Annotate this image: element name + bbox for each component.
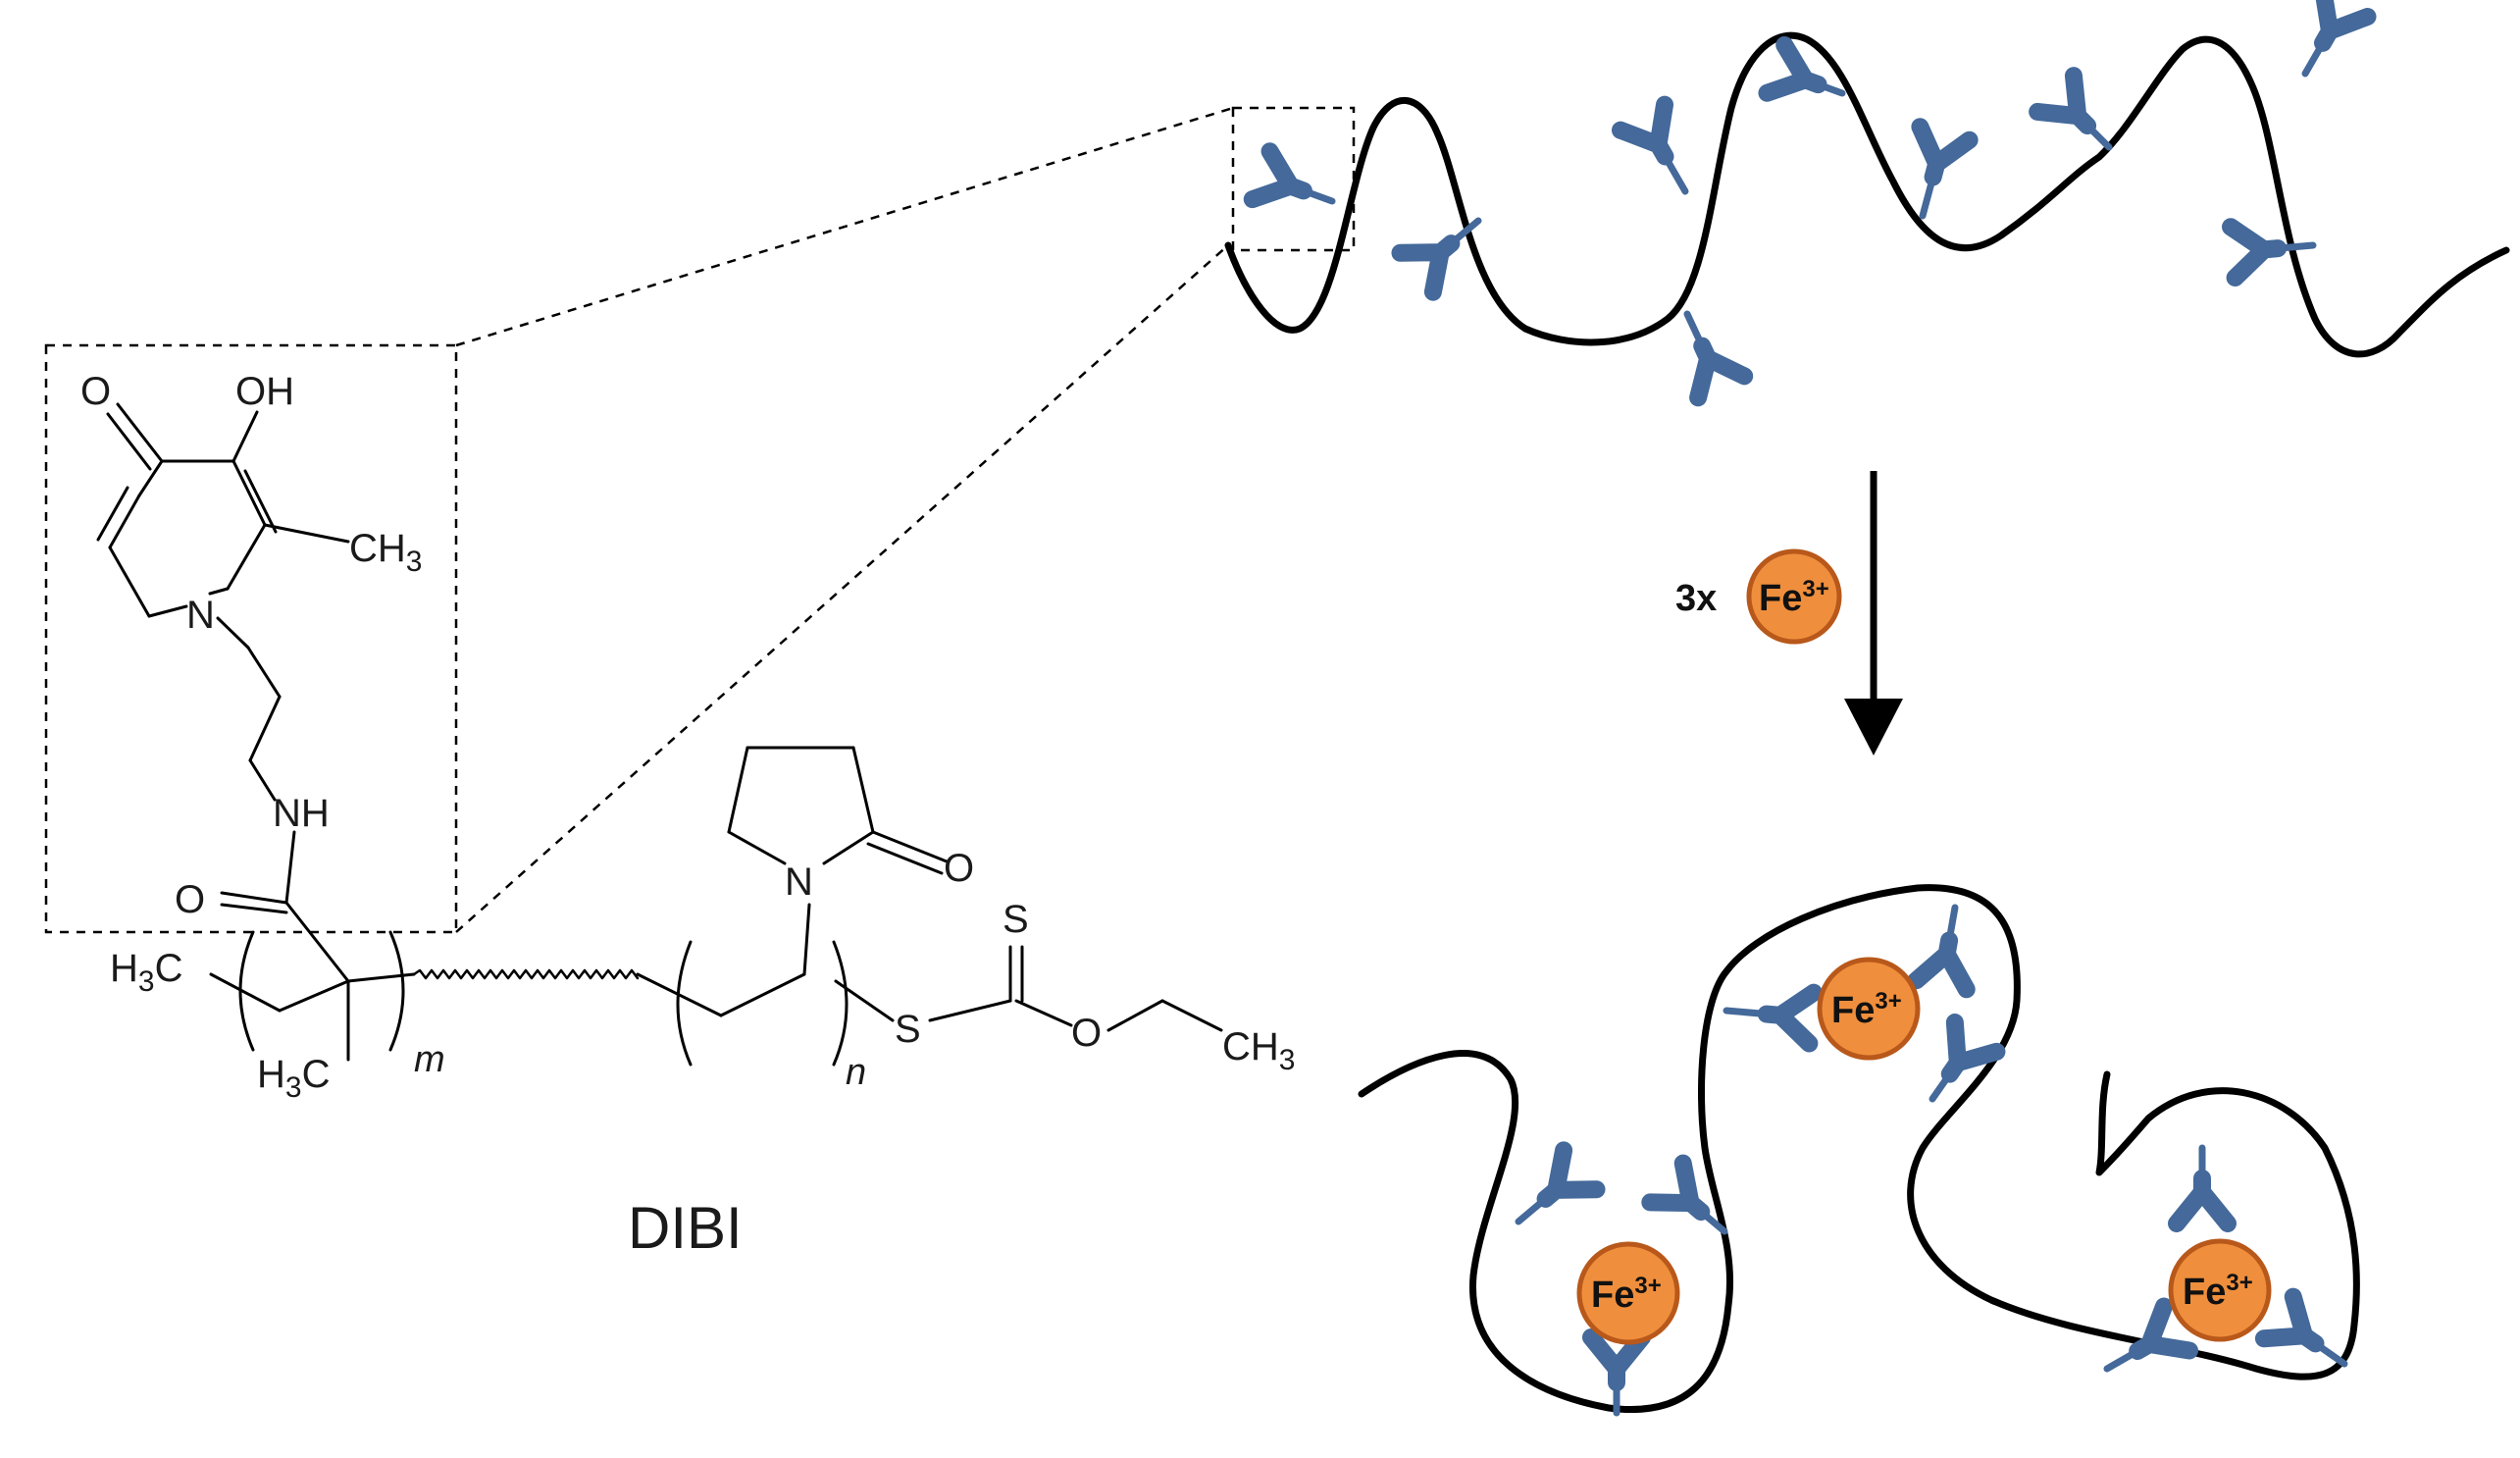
zoom-line-bottom — [455, 244, 1229, 933]
ligand-3 — [1611, 95, 1689, 195]
bound-iron-circle — [1576, 1241, 1680, 1345]
ligand-4 — [1683, 310, 1754, 407]
thione-sulfur-label: S — [1003, 898, 1029, 941]
methacrylamide-block — [209, 930, 416, 1062]
bound-iron-label: Fe3+ — [1591, 1273, 1662, 1316]
bound-iron-ion-2: Fe3+ — [1817, 957, 1921, 1061]
pyrrolidone-block — [636, 746, 949, 1067]
left-end-methyl-label: H3C — [110, 947, 182, 998]
xanthate-end-group — [834, 945, 1223, 1032]
quaternary-methyl-label: H3C — [257, 1053, 330, 1104]
polymer-backbone-bottom — [1358, 884, 2360, 1413]
pyrrolidone-nitrogen-label: N — [785, 860, 813, 904]
chelated-polymer-chain — [1358, 884, 2360, 1413]
reagent-ion-label: Fe3+ — [1759, 576, 1829, 619]
ligand-13 — [1723, 983, 1823, 1053]
bound-iron-label: Fe3+ — [1831, 988, 1902, 1031]
ligand-layer — [1243, 0, 2377, 1417]
pendant-highlight-box — [44, 343, 458, 934]
m-repeat-index: m — [414, 1039, 445, 1080]
reagent-ion-circle — [1746, 548, 1842, 645]
thioether-sulfur-label: S — [895, 1008, 921, 1051]
ligand-5 — [1758, 35, 1846, 102]
ester-oxygen-label: O — [1071, 1012, 1102, 1055]
ligand-6 — [1911, 118, 1979, 220]
ligand-17 — [2103, 1297, 2199, 1373]
reagent-multiplier: 3x — [1675, 578, 1717, 619]
ethyl-methyl-label: CH3 — [1222, 1025, 1295, 1076]
dibi-chemical-structure: O OH CH3 N NH O H3C H3C m N O n S S O CH… — [44, 106, 1295, 1261]
ligand-12 — [1582, 1328, 1651, 1417]
ligand-11 — [1641, 1154, 1728, 1235]
ligand-14 — [1907, 904, 1976, 999]
bound-iron-circle — [2168, 1238, 2272, 1342]
bound-iron-label: Fe3+ — [2183, 1270, 2253, 1313]
block-junction-wavy — [412, 968, 640, 980]
n-repeat-index: n — [846, 1052, 866, 1093]
hydroxypyridinone-ring — [96, 402, 350, 618]
amide-oxygen-label: O — [175, 878, 205, 921]
ligand-10 — [1515, 1141, 1606, 1225]
ligand-9 — [2222, 218, 2317, 287]
reagent-iron: 3x Fe3+ — [1675, 548, 1842, 645]
polymer-name-label: DIBI — [628, 1195, 743, 1261]
pyrrolidone-oxygen-label: O — [944, 847, 974, 890]
polymer-backbone-top — [1224, 31, 2510, 358]
ring-methyl-label: CH3 — [349, 527, 422, 578]
ligand-7 — [2029, 67, 2113, 151]
amide-nh-label: NH — [273, 792, 330, 835]
ketone-oxygen-label: O — [80, 370, 111, 413]
ligand-2 — [1391, 217, 1482, 301]
reaction-arrow — [1844, 471, 1903, 755]
free-polymer-chain — [1224, 31, 2510, 358]
ring-nitrogen-label: N — [186, 594, 215, 637]
hydroxyl-label: OH — [235, 370, 294, 413]
bound-iron-circle — [1817, 957, 1921, 1061]
ligand-18 — [2254, 1287, 2348, 1368]
amide-linker — [216, 616, 350, 983]
ligand-8 — [2301, 0, 2377, 78]
ligand-16 — [2168, 1144, 2237, 1232]
ligand-1 — [1243, 142, 1336, 209]
bound-iron-ion-1: Fe3+ — [1576, 1241, 1680, 1345]
bound-ion-layer: Fe3+ Fe3+ Fe3+ — [1576, 957, 2272, 1345]
bound-iron-ion-3: Fe3+ — [2168, 1238, 2272, 1342]
ligand-15 — [1929, 1014, 2006, 1103]
zoom-line-top — [455, 106, 1234, 347]
